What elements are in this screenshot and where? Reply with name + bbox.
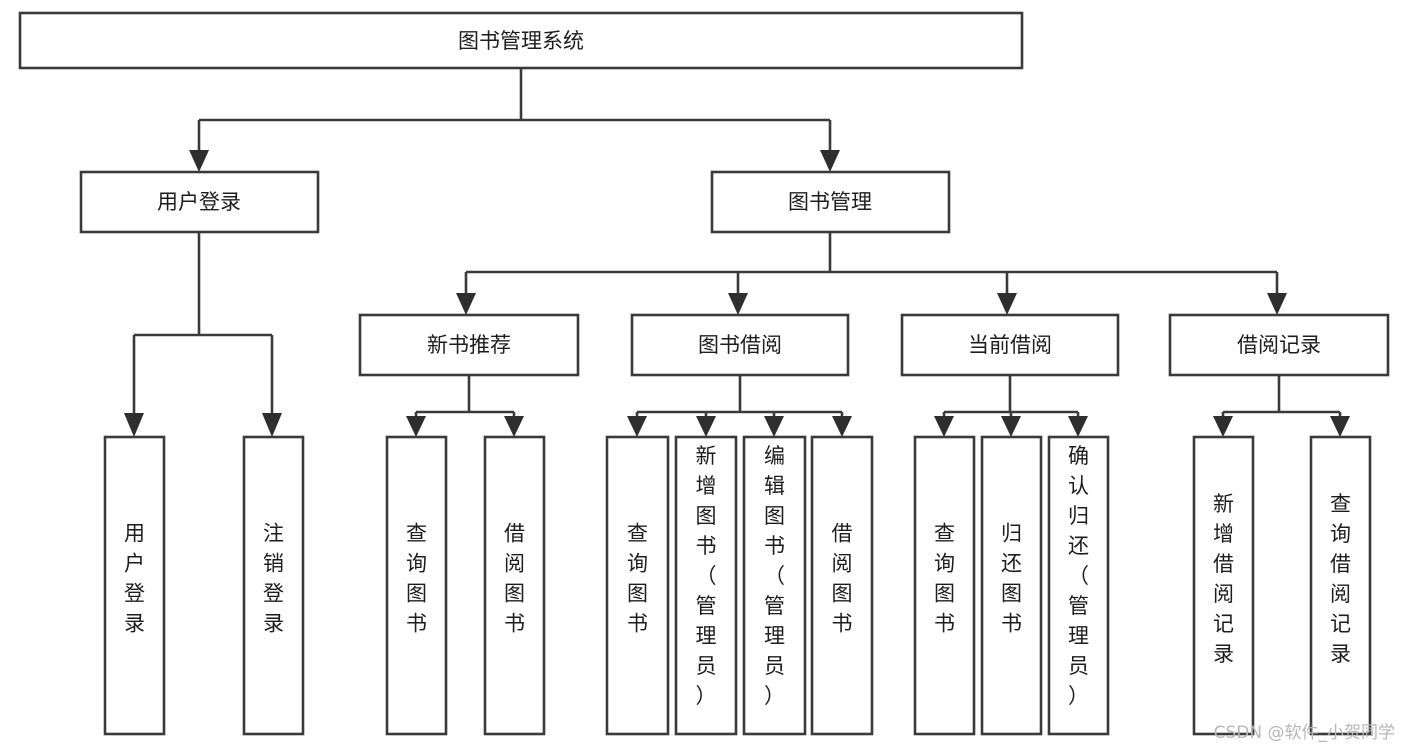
node-leaf-query-borrow-record-label: 查询借阅记录 <box>1330 492 1351 666</box>
arrow-to-leaf-return-book <box>1001 416 1021 437</box>
node-leaf-query-book-3[interactable]: 查询图书 <box>913 435 976 736</box>
arrow-to-leaf-user-logout <box>262 413 282 437</box>
arrow-to-book-manage <box>820 150 840 172</box>
arrow-to-leaf-add-borrow-record <box>1213 416 1233 437</box>
node-leaf-add-borrow-record[interactable]: 新增借阅记录 <box>1192 435 1255 736</box>
node-borrow-record-box[interactable] <box>1168 313 1390 377</box>
arrow-to-leaf-query-book-1 <box>406 416 426 437</box>
node-leaf-user-logout-box[interactable] <box>242 435 305 736</box>
arrow-to-leaf-confirm-return-admin <box>1068 416 1088 437</box>
node-user-login[interactable]: 用户登录 <box>79 170 320 234</box>
node-leaf-query-book-1-label: 查询图书 <box>406 522 427 636</box>
node-leaf-borrow-book-2-label: 借阅图书 <box>832 522 853 636</box>
node-leaf-query-book-3-box[interactable] <box>913 435 976 736</box>
node-current-borrow[interactable]: 当前借阅 <box>900 313 1120 377</box>
node-new-book-rec-box[interactable] <box>358 313 580 377</box>
node-borrow-record-label: 借阅记录 <box>1237 333 1321 357</box>
arrow-to-leaf-query-book-3 <box>934 416 954 437</box>
connector-layer <box>124 68 1350 437</box>
node-new-book-rec[interactable]: 新书推荐 <box>358 313 580 377</box>
node-leaf-user-login[interactable]: 用户登录 <box>103 435 166 736</box>
node-new-book-rec-label: 新书推荐 <box>427 333 511 357</box>
arrow-to-leaf-edit-book-admin <box>764 416 784 437</box>
node-root-box[interactable] <box>18 11 1024 70</box>
node-leaf-query-book-3-label: 查询图书 <box>934 522 955 636</box>
node-leaf-return-book[interactable]: 归还图书 <box>980 435 1043 736</box>
node-leaf-borrow-book-2-box[interactable] <box>810 435 874 736</box>
node-leaf-borrow-book-1-label: 借阅图书 <box>504 522 525 636</box>
arrow-to-new-book-rec <box>456 293 476 315</box>
node-leaf-query-book-2-box[interactable] <box>605 435 670 736</box>
node-leaf-add-book-admin-box[interactable] <box>674 435 738 736</box>
node-layer: 图书管理系统 用户登录 图书管理 新书推荐 图书借阅 <box>18 11 1390 377</box>
node-leaf-query-borrow-record-box[interactable] <box>1309 435 1372 736</box>
arrow-to-borrow-record <box>1267 293 1287 315</box>
node-book-borrow-box[interactable] <box>630 313 850 377</box>
node-current-borrow-label: 当前借阅 <box>968 333 1052 357</box>
node-leaf-borrow-book-1[interactable]: 借阅图书 <box>483 435 546 736</box>
csdn-watermark: CSDN @软件_小贺同学 <box>1213 723 1395 743</box>
node-leaf-add-borrow-record-box[interactable] <box>1192 435 1255 736</box>
node-leaf-confirm-return-admin[interactable]: 确认归还（管理员） <box>1047 435 1110 736</box>
node-current-borrow-box[interactable] <box>900 313 1120 377</box>
node-root[interactable]: 图书管理系统 <box>18 11 1024 70</box>
node-book-manage[interactable]: 图书管理 <box>710 170 951 234</box>
node-borrow-record[interactable]: 借阅记录 <box>1168 313 1390 377</box>
node-book-borrow-label: 图书借阅 <box>698 333 782 357</box>
node-book-manage-box[interactable] <box>710 170 951 234</box>
node-user-login-box[interactable] <box>79 170 320 234</box>
node-leaf-query-book-2-label: 查询图书 <box>627 522 648 636</box>
node-leaf-user-login-label: 用户登录 <box>124 522 145 636</box>
node-leaf-edit-book-admin-box[interactable] <box>742 435 807 736</box>
node-leaf-query-borrow-record[interactable]: 查询借阅记录 <box>1309 435 1372 736</box>
arrow-to-leaf-add-book-admin <box>696 416 716 437</box>
node-book-manage-label: 图书管理 <box>788 190 872 214</box>
node-user-login-label: 用户登录 <box>157 190 241 214</box>
node-leaf-borrow-book-1-box[interactable] <box>483 435 546 736</box>
node-leaf-return-book-box[interactable] <box>980 435 1043 736</box>
arrow-to-book-borrow <box>728 293 748 315</box>
node-leaf-return-book-label: 归还图书 <box>1001 522 1022 636</box>
node-leaf-borrow-book-2[interactable]: 借阅图书 <box>810 435 874 736</box>
node-leaf-user-logout-label: 注销登录 <box>263 522 284 636</box>
node-leaf-confirm-return-admin-label: 确认归还（管理员） <box>1068 444 1089 708</box>
arrow-to-leaf-user-login <box>124 413 144 437</box>
node-leaf-add-book-admin-label: 新增图书（管理员） <box>696 444 717 708</box>
node-leaf-edit-book-admin[interactable]: 编辑图书（管理员） <box>742 435 807 736</box>
node-leaf-user-logout[interactable]: 注销登录 <box>242 435 305 736</box>
node-leaf-query-book-1-box[interactable] <box>385 435 448 736</box>
node-leaf-add-borrow-record-label: 新增借阅记录 <box>1213 492 1234 666</box>
node-leaf-user-login-box[interactable] <box>103 435 166 736</box>
arrow-to-leaf-borrow-book-2 <box>832 416 852 437</box>
node-leaf-add-book-admin[interactable]: 新增图书（管理员） <box>674 435 738 736</box>
node-leaf-query-book-2[interactable]: 查询图书 <box>605 435 670 736</box>
arrow-to-user-login <box>189 150 209 172</box>
node-leaf-query-book-1[interactable]: 查询图书 <box>385 435 448 736</box>
leaf-node-layer: 用户登录 注销登录 查询图书 借阅图书 查询图书 新增图书（管理员） 编辑图书（管理员） 借阅… <box>103 435 1372 736</box>
arrow-to-leaf-query-book-2 <box>627 416 647 437</box>
node-leaf-confirm-return-admin-box[interactable] <box>1047 435 1110 736</box>
arrow-to-current-borrow <box>997 293 1017 315</box>
node-book-borrow[interactable]: 图书借阅 <box>630 313 850 377</box>
arrow-to-leaf-query-borrow-record <box>1330 416 1350 437</box>
node-leaf-edit-book-admin-label: 编辑图书（管理员） <box>764 444 785 708</box>
arrow-to-leaf-borrow-book-1 <box>504 416 524 437</box>
node-root-label: 图书管理系统 <box>458 29 584 53</box>
